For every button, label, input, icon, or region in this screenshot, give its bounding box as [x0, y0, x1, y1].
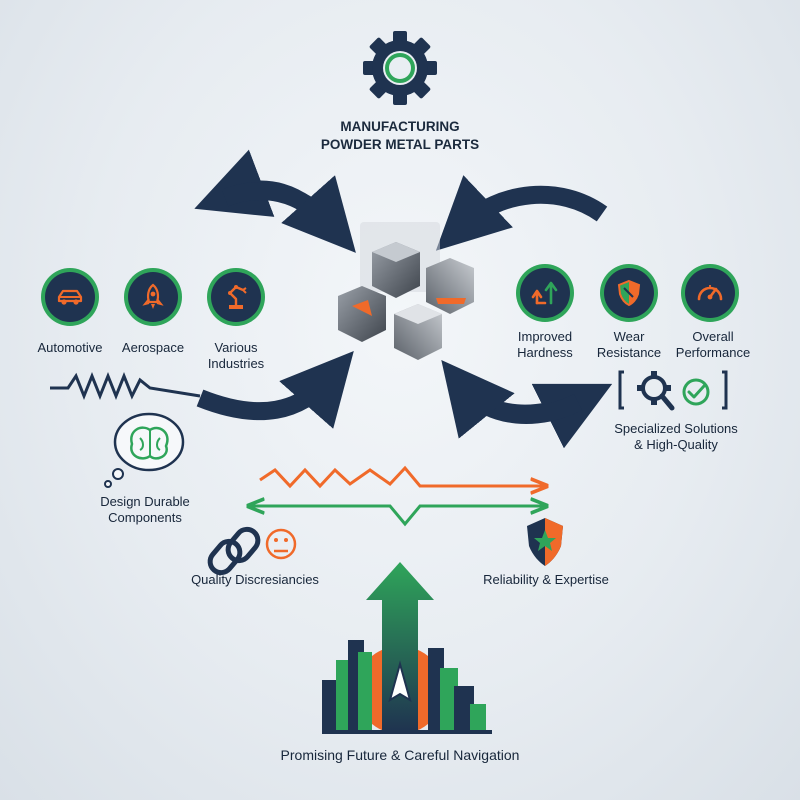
robot-arm-icon [228, 285, 247, 309]
shield-icon [617, 279, 641, 307]
industry-label-line: Various [214, 340, 258, 355]
solutions-label: Specialized Solutions & High-Quality [596, 421, 756, 453]
benefit-label-line: Overall [692, 329, 734, 344]
benefit-label-line: Performance [675, 345, 751, 360]
sad-face-icon [265, 528, 297, 560]
reliability-label: Reliability & Expertise [483, 572, 609, 587]
shield-star-icon [527, 518, 563, 566]
benefit-label-wear: Wear Resistance [589, 329, 669, 361]
benefit-label-performance: Overall Performance [668, 329, 758, 361]
magnifier-check-icon [618, 370, 728, 411]
car-icon [57, 289, 83, 305]
benefit-label-hardness: Improved Hardness [505, 329, 585, 361]
rocket-icon [142, 283, 164, 309]
benefit-label-line: Hardness [517, 345, 573, 360]
curved-arrow-top-right [435, 175, 608, 251]
industry-automotive [45, 272, 95, 322]
chain-link-icon [207, 526, 261, 576]
benefit-hardness [520, 268, 570, 318]
industry-label-line: Aerospace [121, 340, 185, 355]
benefit-label-line: Improved [517, 329, 573, 344]
zigzag-line-left [50, 371, 201, 401]
industry-label-line: Automotive [37, 340, 103, 355]
solutions-line-2: & High-Quality [634, 437, 718, 452]
title-line-2: POWDER METAL PARTS [320, 137, 480, 152]
industry-label-aerospace: Aerospace [113, 340, 193, 356]
city-skyline-icon [322, 562, 492, 734]
industry-various [211, 272, 261, 322]
industry-label-line: Industries [207, 356, 265, 371]
gauge-icon [697, 285, 723, 301]
page-title: MANUFACTURING POWDER METAL PARTS [300, 118, 500, 154]
metal-cubes-icon [338, 222, 474, 360]
title-line-1: MANUFACTURING [340, 119, 460, 134]
benefit-label-line: Wear [613, 329, 645, 344]
quality-label: Quality Discresiancies [191, 572, 319, 587]
solutions-line-1: Specialized Solutions [614, 421, 738, 436]
curved-arrow-bottom-left [196, 351, 354, 429]
gear-icon [363, 31, 437, 105]
benefit-label-line: Resistance [596, 345, 662, 360]
design-line-2: Components [108, 510, 182, 525]
arrows-up-icon [531, 281, 558, 305]
brain-thought-icon [104, 412, 185, 488]
industry-label-various: Various Industries [196, 340, 276, 372]
industry-label-automotive: Automotive [30, 340, 110, 356]
benefit-wear [604, 268, 654, 318]
design-line-1: Design Durable [100, 494, 190, 509]
double-arrow-green [250, 506, 545, 527]
design-label: Design Durable Components [80, 494, 210, 526]
future-label: Promising Future & Careful Navigation [280, 747, 520, 763]
zigzag-line-orange [259, 465, 545, 486]
industry-aerospace [128, 272, 178, 322]
benefit-performance [685, 268, 735, 318]
